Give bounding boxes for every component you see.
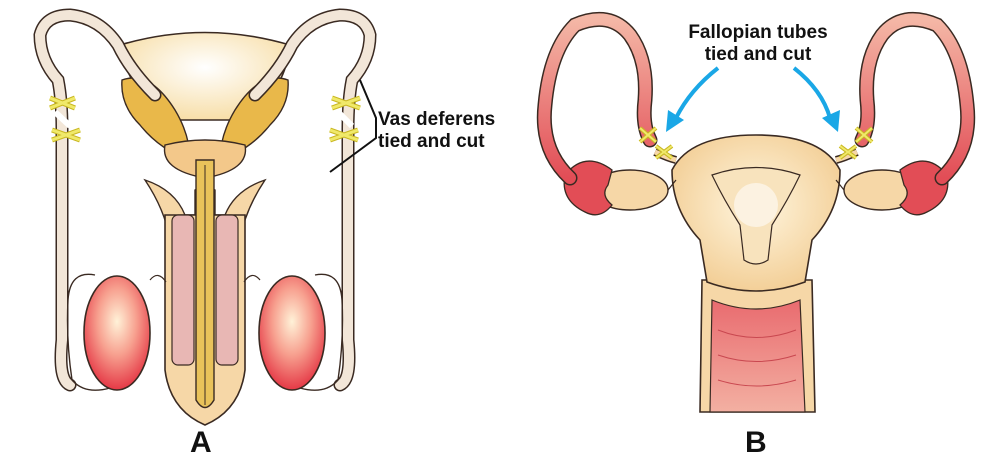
vaginal-canal [709,299,806,413]
male-reproductive-diagram [33,8,377,426]
vas-ligature-right [329,95,361,143]
tubes-annotation-line1: Fallopian tubes [688,22,828,43]
vas-ligature-left [49,95,81,143]
arrow-right-head [822,110,840,132]
vas-annotation-line2: tied and cut [378,131,485,152]
corpus-cavernosum-right [215,214,239,366]
testis-right [258,275,326,391]
female-reproductive-diagram [536,11,976,413]
arrow-left [674,66,720,119]
vas-annotation-line1: Vas deferens [378,109,496,130]
panel-label-a: A [190,426,212,459]
panel-label-b: B [745,426,767,459]
testis-left [83,275,151,391]
epididymis-right [299,273,344,391]
vas-annotation-pointer [329,79,377,173]
tubes-annotation: Fallopian tubes tied and cut [668,22,848,66]
scrotum-line-left [149,274,167,283]
prostate [163,139,247,179]
corpus-cavernosum-left [171,214,195,366]
arrow-left-head [666,110,684,132]
epididymis-left [66,273,111,391]
vas-annotation: Vas deferens tied and cut [378,109,495,153]
tubes-annotation-line2: tied and cut [704,44,812,65]
tube-ligature-left [638,126,674,160]
scrotum-line-right [243,274,261,283]
arrow-right [792,66,832,119]
tube-ligature-right [838,126,874,160]
